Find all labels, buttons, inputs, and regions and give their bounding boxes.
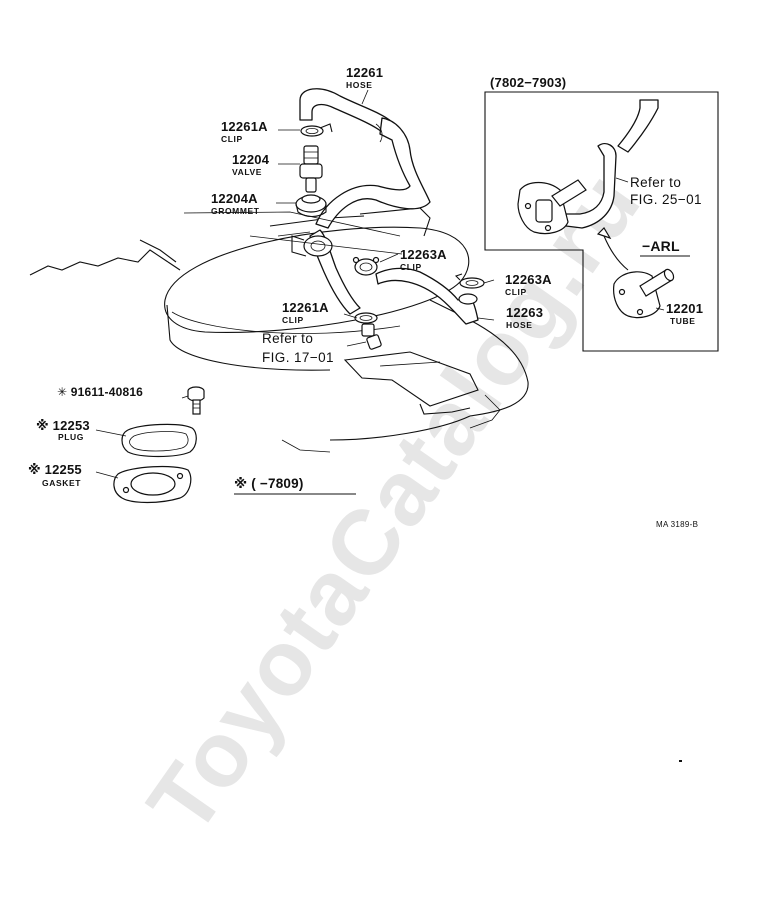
leader-lines (95, 89, 495, 479)
clip-mid-name: CLIP (400, 262, 422, 272)
grommet-name: GROMMET (211, 206, 260, 216)
inset-fitting (517, 179, 587, 235)
clip-mid-number: 12263A (400, 247, 447, 262)
plug-number: ※ 12253 (36, 418, 90, 433)
inset-arrow-head (596, 227, 612, 240)
inset-pipe-top (617, 99, 659, 153)
hose-12263-number: 12263 (506, 305, 543, 320)
plug-name: PLUG (58, 432, 84, 442)
inset-pipe-bend (565, 142, 617, 229)
nipple-fitting (361, 323, 382, 350)
hose-12261-number: 12261 (346, 65, 383, 80)
footnote: ※ ( −7809) (234, 476, 304, 491)
tank-inlet (291, 235, 333, 257)
scan-speck (679, 760, 682, 762)
clip-12261a-top (300, 123, 333, 137)
engine-block-outline (29, 207, 529, 453)
tube-leader (655, 307, 665, 311)
clip-12263a-right (454, 273, 485, 289)
bolt-number: ✳ 91611-40816 (57, 385, 143, 399)
bolt-91611-40816 (187, 386, 205, 415)
valve-number: 12204 (232, 152, 270, 167)
gasket-number: ※ 12255 (28, 462, 82, 477)
clip-12263a-mid (352, 256, 380, 276)
plug-12253 (121, 423, 197, 458)
clip-low-name: CLIP (282, 315, 304, 325)
clip-top-name: CLIP (221, 134, 243, 144)
clip-top-number: 12261A (221, 119, 268, 134)
inset-range: (7802−7903) (490, 75, 566, 90)
gasket-name: GASKET (42, 478, 81, 488)
grommet-number: 12204A (211, 191, 258, 206)
clip-low-number: 12261A (282, 300, 329, 315)
figure-id: MA 3189-B (656, 520, 698, 529)
hose-12261 (299, 88, 431, 229)
hose-12261-name: HOSE (346, 80, 373, 90)
inset-arrow (603, 235, 629, 271)
grommet-12204a (295, 194, 327, 218)
clip-12261a-low (354, 312, 378, 324)
inset-border (484, 91, 719, 352)
inset-refer-line1: Refer to (630, 175, 681, 190)
hose-12263 (375, 267, 479, 325)
callouts: 12261 HOSE 12261A CLIP 12204 VALVE 12204… (28, 65, 698, 529)
hose-12263-name: HOSE (506, 320, 533, 330)
valve-name: VALVE (232, 167, 262, 177)
clip-right-number: 12263A (505, 272, 552, 287)
refer-fig-17-line2: FIG. 17−01 (262, 350, 334, 365)
watermark: ToyotaCatalog.ru (129, 153, 661, 852)
inset-refer-line2: FIG. 25−01 (630, 192, 702, 207)
gasket-12255 (113, 465, 192, 504)
valve-12204 (299, 145, 323, 193)
tube-number: 12201 (666, 301, 703, 316)
inset-variant: −ARL (642, 238, 680, 254)
tube-12201 (613, 268, 675, 319)
inset-refer-leader (615, 177, 629, 183)
inset-panel: (7802−7903) Refer to FIG. 25−01 −ARL 122 (484, 75, 719, 352)
tube-name: TUBE (670, 316, 696, 326)
refer-fig-17-line1: Refer to (262, 331, 313, 346)
clip-right-name: CLIP (505, 287, 527, 297)
